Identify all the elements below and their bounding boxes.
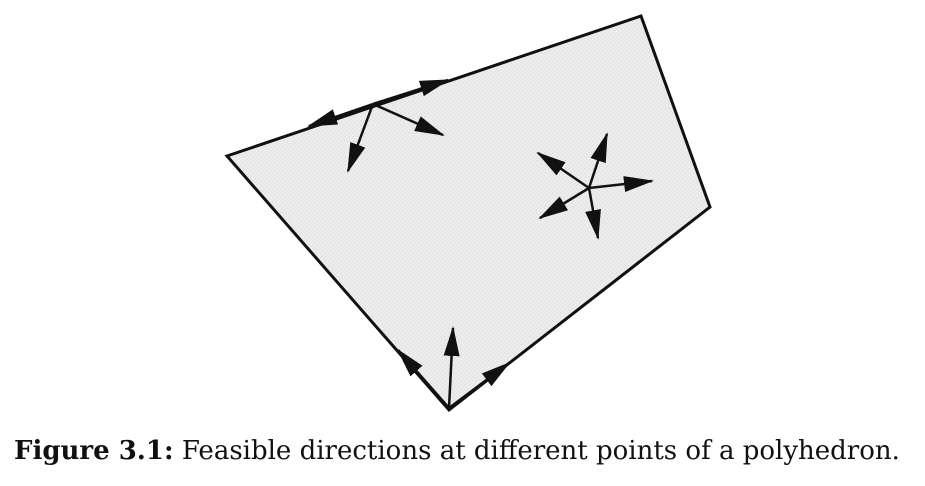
polyhedron-figure [224,14,712,413]
arrow-interior-up-left [536,151,590,190]
polyhedron-shape [224,14,712,413]
arrow-into-interior-down [346,103,375,173]
arrow-vertex-along-right-edge [448,361,511,409]
arrow-interior-right [588,176,654,193]
arrow-vertex-up [443,326,460,409]
arrow-along-edge-left [307,102,374,128]
figure-caption: Figure 3.1: Feasible directions at diffe… [14,436,919,466]
arrow-along-edge-right [372,78,450,106]
interior-point-arrows [536,132,654,240]
boundary-point-arrows [307,78,450,173]
arrow-interior-up [587,132,609,189]
vertex-arrows [396,326,511,409]
figure-caption-text: Feasible directions at different points … [181,436,900,466]
arrow-interior-down [585,187,601,240]
figure-label: Figure 3.1: [14,436,174,466]
arrow-interior-down-left [538,186,590,220]
arrow-into-interior-right [372,102,445,137]
arrow-vertex-along-left-edge [396,348,450,409]
